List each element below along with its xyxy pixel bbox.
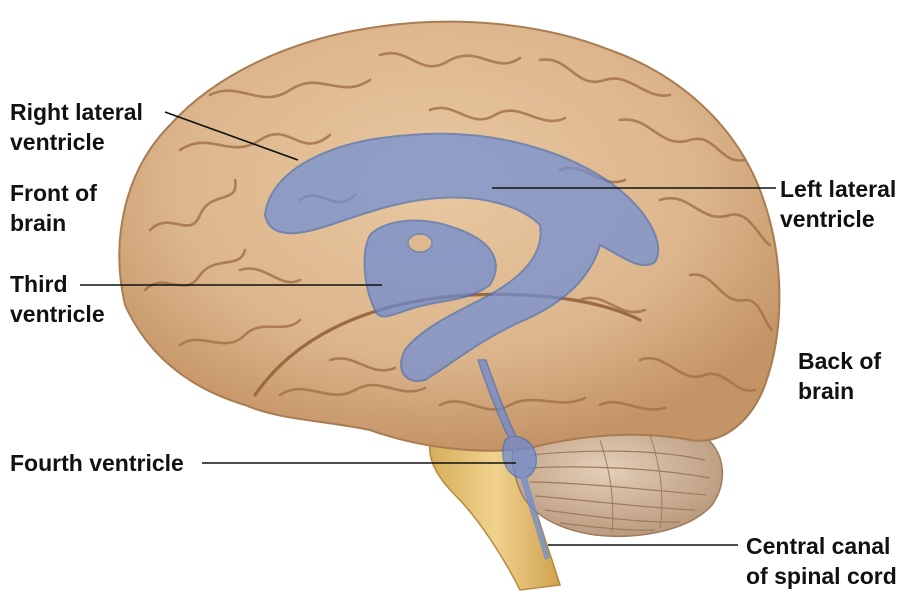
label-front-line1: Front of (10, 180, 97, 206)
central-canal-shape (520, 477, 550, 560)
leader-lines (80, 111, 776, 546)
label-front-line2: brain (10, 210, 67, 236)
fourth-ventricle-shape (502, 435, 537, 479)
label-back-line1: Back of (798, 348, 882, 374)
ventricular-system (263, 132, 660, 560)
label-third-ventricle: Third ventricle (10, 269, 105, 329)
label-left-lateral-ventricle: Left lateral ventricle (780, 174, 896, 234)
leader-right-lateral (164, 111, 299, 161)
label-back-of-brain: Back of brain (798, 346, 881, 406)
label-front-of-brain: Front of brain (10, 178, 97, 238)
cerebellum (511, 423, 724, 537)
label-left-lateral-line2: ventricle (780, 206, 875, 232)
label-central-canal-line1: Central canal (746, 533, 891, 559)
third-ventricle-shape (363, 219, 497, 318)
label-right-lateral-line1: Right lateral (10, 99, 143, 125)
label-fourth-line1: Fourth ventricle (10, 450, 184, 476)
label-back-line2: brain (798, 378, 855, 404)
label-central-canal-line2: of spinal cord (746, 563, 897, 589)
label-central-canal: Central canal of spinal cord (746, 531, 897, 591)
label-third-line1: Third (10, 271, 68, 297)
label-right-lateral-line2: ventricle (10, 129, 105, 155)
label-right-lateral-ventricle: Right lateral ventricle (10, 97, 143, 157)
label-left-lateral-line1: Left lateral (780, 176, 897, 202)
lateral-ventricle-shape (263, 132, 660, 382)
label-third-line2: ventricle (10, 301, 105, 327)
label-fourth-ventricle: Fourth ventricle (10, 448, 184, 478)
